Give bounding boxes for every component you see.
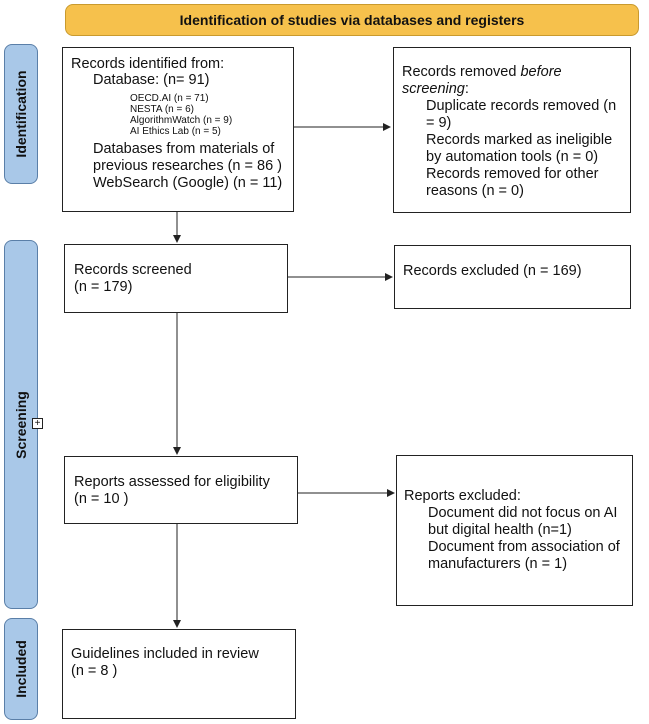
reports-excluded-line-1: Document did not focus on AI	[428, 505, 618, 521]
removed-line-2: = 9)	[426, 115, 452, 131]
reports-assessed-label: Reports assessed for eligibility	[74, 474, 270, 490]
reports-excluded-line-3: Document from association of	[428, 539, 620, 555]
websearch-count: WebSearch (Google) (n = 11)	[93, 175, 283, 191]
removed-line-4: by automation tools (n = 0)	[426, 149, 599, 165]
records-removed-heading-2: screening:	[402, 81, 469, 97]
box-records-excluded: Records excluded (n = 169)	[394, 245, 631, 309]
reports-excluded-line-2: but digital health (n=1)	[428, 522, 572, 538]
box-records-identified: Records identified from: Database: (n= 9…	[62, 47, 294, 212]
reports-assessed-count: (n = 10 )	[74, 491, 129, 507]
phase-identification: Identification	[4, 44, 38, 184]
removed-line-3: Records marked as ineligible	[426, 132, 613, 148]
databases-line-2: previous researches (n = 86 )	[93, 158, 282, 174]
records-screened-label: Records screened	[74, 262, 192, 278]
box-records-removed: Records removed before screening: Duplic…	[393, 47, 631, 213]
records-excluded-text: Records excluded (n = 169)	[403, 263, 582, 279]
removed-line-1: Duplicate records removed (n	[426, 98, 617, 114]
box-included: Guidelines included in review (n = 8 )	[62, 629, 296, 719]
records-identified-heading: Records identified from:	[71, 56, 225, 72]
databases-line-1: Databases from materials of	[93, 141, 275, 157]
removed-line-6: reasons (n = 0)	[426, 183, 524, 199]
included-count: (n = 8 )	[71, 663, 118, 679]
records-screened-count: (n = 179)	[74, 279, 133, 295]
database-count: Database: (n= 91)	[93, 72, 210, 88]
header-title: Identification of studies via databases …	[179, 12, 525, 28]
source-nesta: NESTA (n = 6)	[130, 104, 195, 115]
box-reports-excluded: Reports excluded: Document did not focus…	[396, 455, 633, 606]
box-records-screened: Records screened (n = 179)	[64, 244, 288, 313]
reports-excluded-heading: Reports excluded:	[404, 488, 521, 504]
expand-icon[interactable]: +	[32, 418, 43, 429]
phase-included: Included	[4, 618, 38, 720]
diagram-header: Identification of studies via databases …	[65, 4, 639, 36]
included-label: Guidelines included in review	[71, 646, 259, 662]
reports-excluded-line-4: manufacturers (n = 1)	[428, 556, 568, 572]
source-oecd: OECD.AI (n = 71)	[130, 93, 209, 104]
source-ai-ethics-lab: AI Ethics Lab (n = 5)	[130, 126, 221, 137]
removed-line-5: Records removed for other	[426, 166, 599, 182]
box-reports-assessed: Reports assessed for eligibility (n = 10…	[64, 456, 298, 524]
records-removed-heading-1: Records removed before	[402, 64, 562, 80]
source-algorithmwatch: AlgorithmWatch (n = 9)	[130, 115, 233, 126]
